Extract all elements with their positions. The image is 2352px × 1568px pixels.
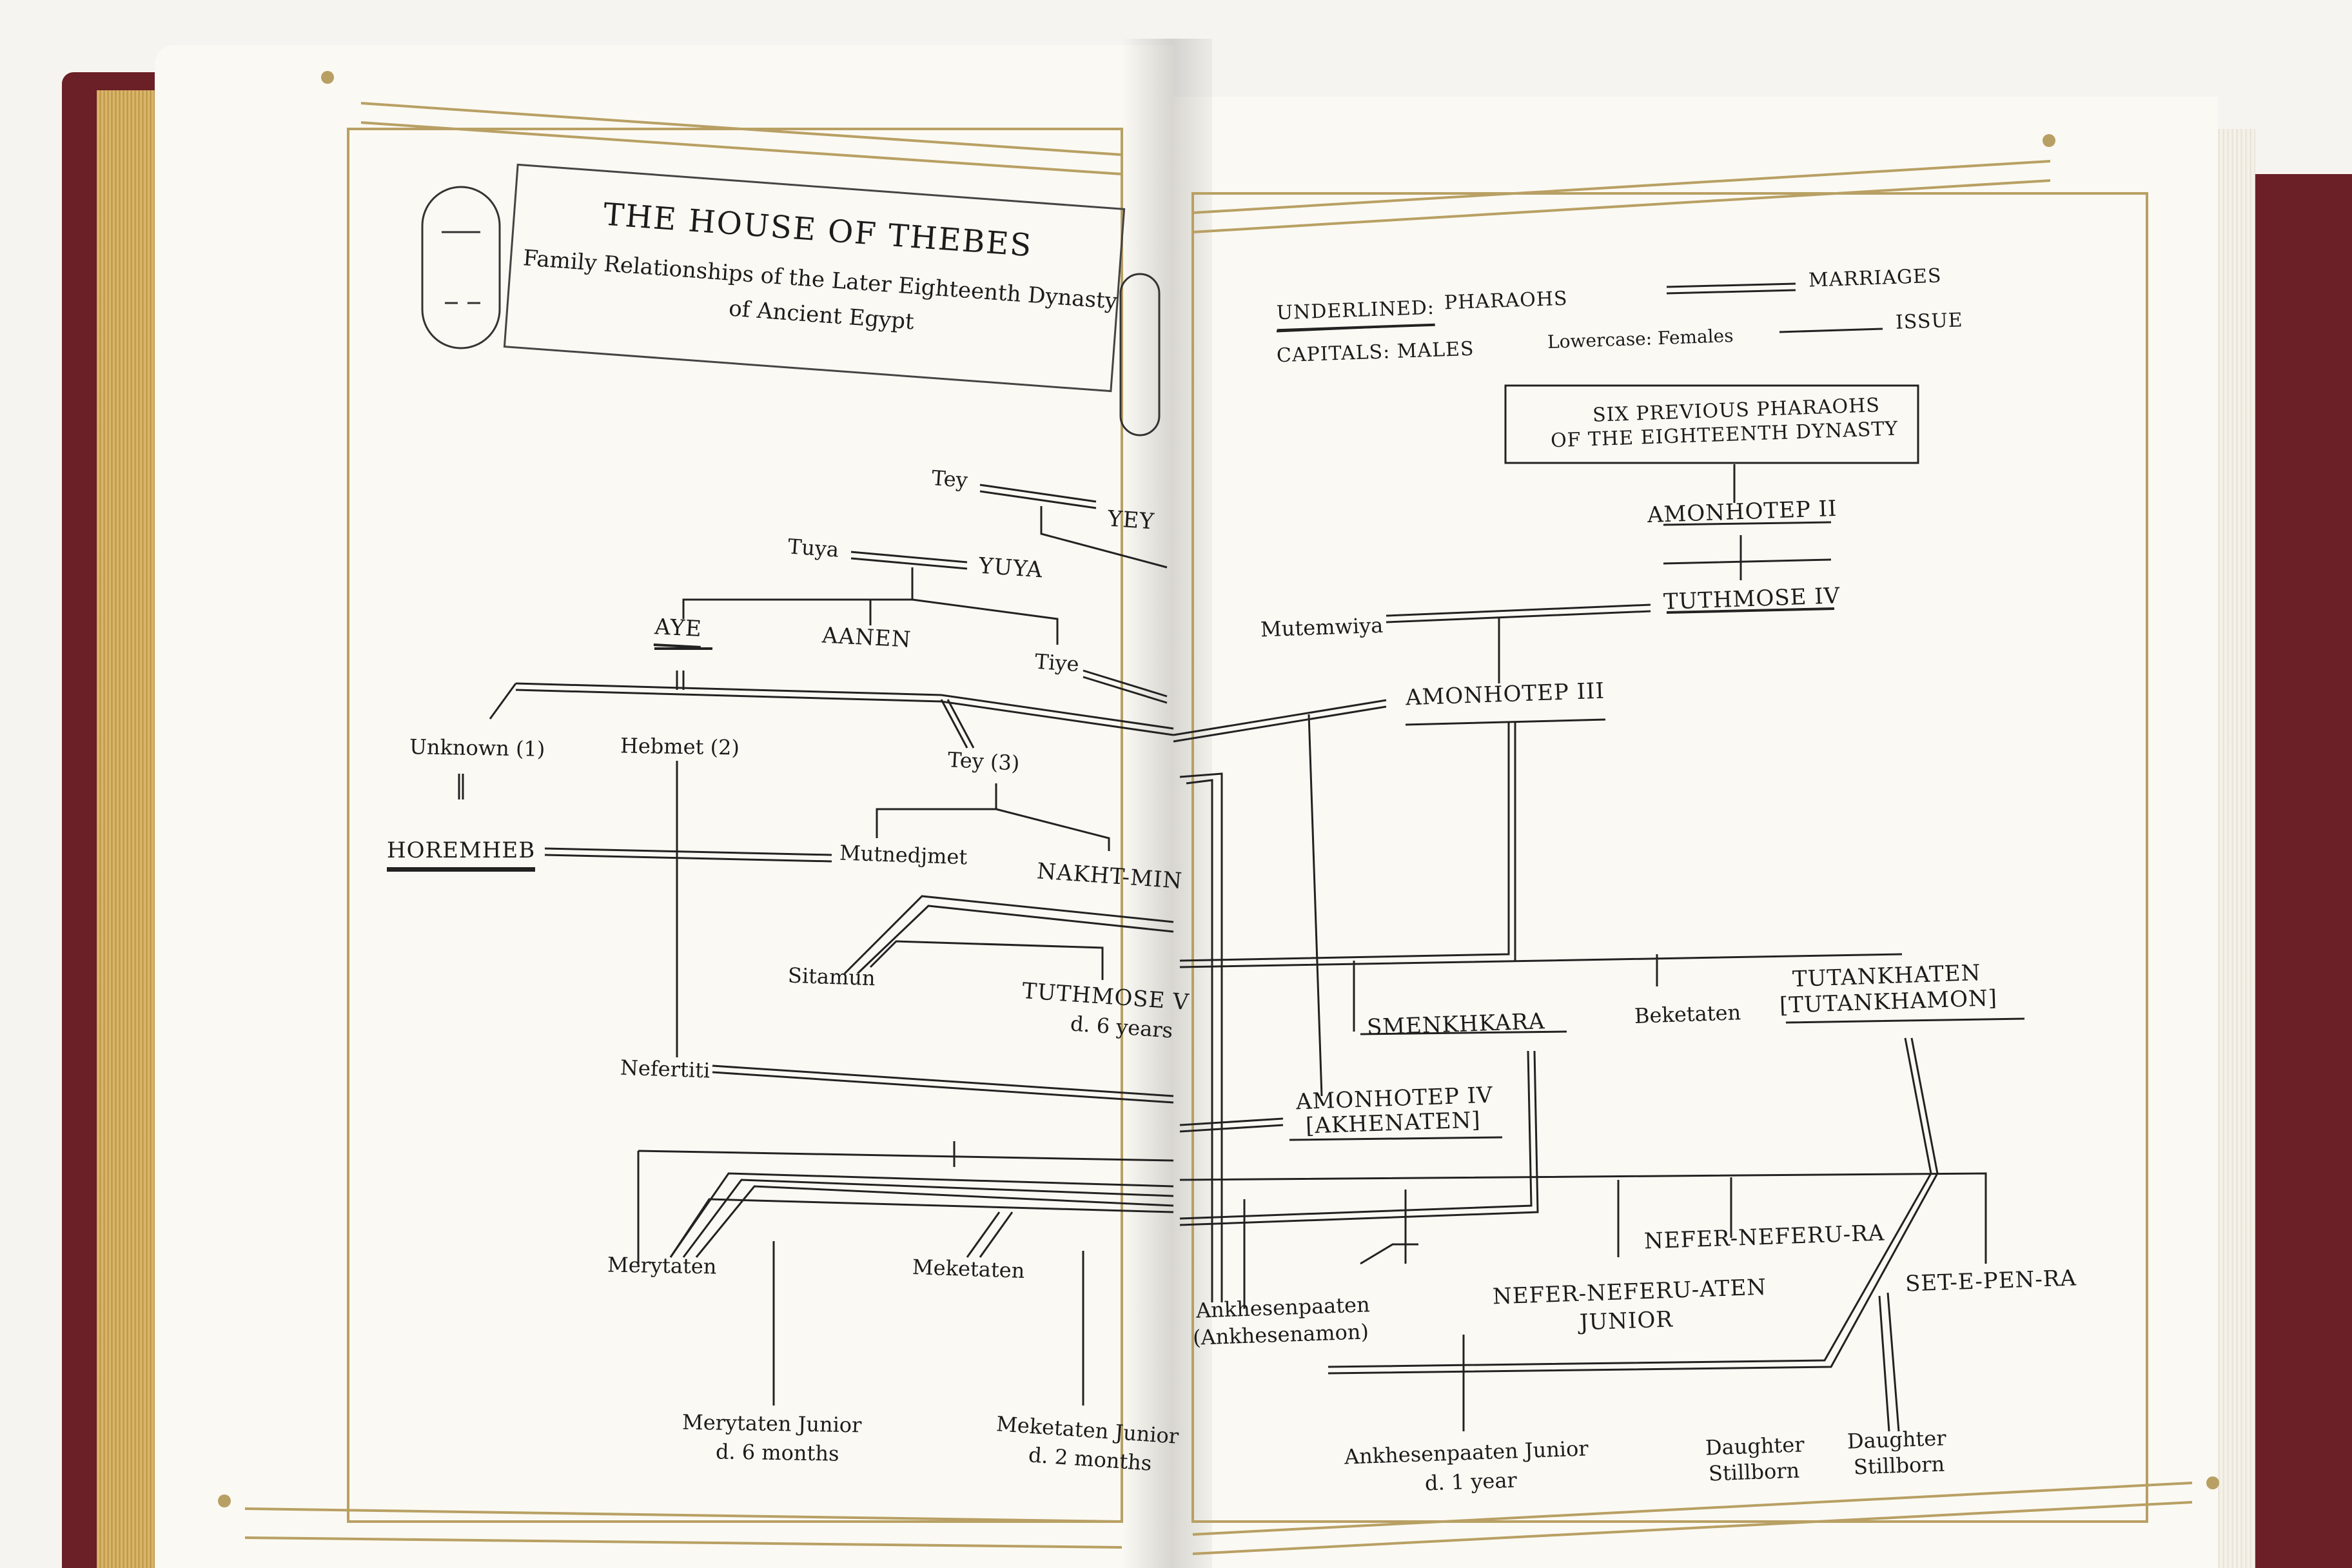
name-sitamun: Sitamun — [787, 963, 876, 991]
legend-marriages: MARRIAGES — [1808, 264, 1943, 292]
name-tiye: Tiye — [1034, 649, 1080, 677]
name-daughter-2: Daughter — [1847, 1426, 1947, 1454]
name-tey: Tey — [930, 466, 969, 493]
left-page — [155, 45, 1173, 1568]
cartouche-right — [1119, 273, 1161, 436]
legend-underlined: UNDERLINED: — [1276, 297, 1435, 331]
name-nefertiti: Nefertiti — [620, 1055, 710, 1083]
right-page — [1161, 97, 2218, 1568]
book-headband — [97, 90, 155, 1568]
name-yey: YEY — [1106, 505, 1156, 535]
cartouche-left — [421, 186, 501, 349]
corner-ornaments — [218, 71, 2219, 1507]
name-beketaten: Beketaten — [1634, 1000, 1741, 1028]
name-mutnedjmet: Mutnedjmet — [839, 840, 968, 870]
name-meketaten: Meketaten — [912, 1254, 1025, 1284]
daughter-2-note: Stillborn — [1853, 1451, 1945, 1480]
name-mutemwiya: Mutemwiya — [1260, 612, 1384, 642]
name-unknown: Unknown (1) — [409, 734, 545, 761]
name-aanen: AANEN — [821, 622, 912, 653]
daughter-1-note: Stillborn — [1708, 1458, 1800, 1486]
name-tey-3: Tey (3) — [947, 747, 1021, 776]
marriage-and-issue-lines — [458, 464, 1987, 1432]
legend-underlines — [387, 607, 1835, 872]
name-daughter-1: Daughter — [1705, 1432, 1805, 1460]
legend-issue: ISSUE — [1895, 309, 1964, 334]
name-aye: AYE — [653, 614, 703, 649]
name-nefer-neferu-aten-junior: JUNIOR — [1579, 1306, 1674, 1336]
legend-pharaohs: PHARAOHS — [1444, 287, 1569, 315]
name-merytaten-junior: Merytaten Junior — [681, 1409, 862, 1438]
merytaten-junior-note: d. 6 months — [715, 1439, 839, 1466]
legend-lines — [1276, 282, 2025, 1141]
book-gutter — [1122, 39, 1212, 1568]
name-yuya: YUYA — [977, 553, 1044, 583]
page-border-ornament — [244, 102, 2193, 1555]
name-hebmet: Hebmet (2) — [620, 733, 740, 760]
ankhesenpaaten-junior-note: d. 1 year — [1424, 1467, 1518, 1496]
name-merytaten: Merytaten — [607, 1252, 717, 1279]
name-tuya: Tuya — [787, 534, 840, 562]
name-horemheb: HOREMHEB — [387, 838, 536, 870]
